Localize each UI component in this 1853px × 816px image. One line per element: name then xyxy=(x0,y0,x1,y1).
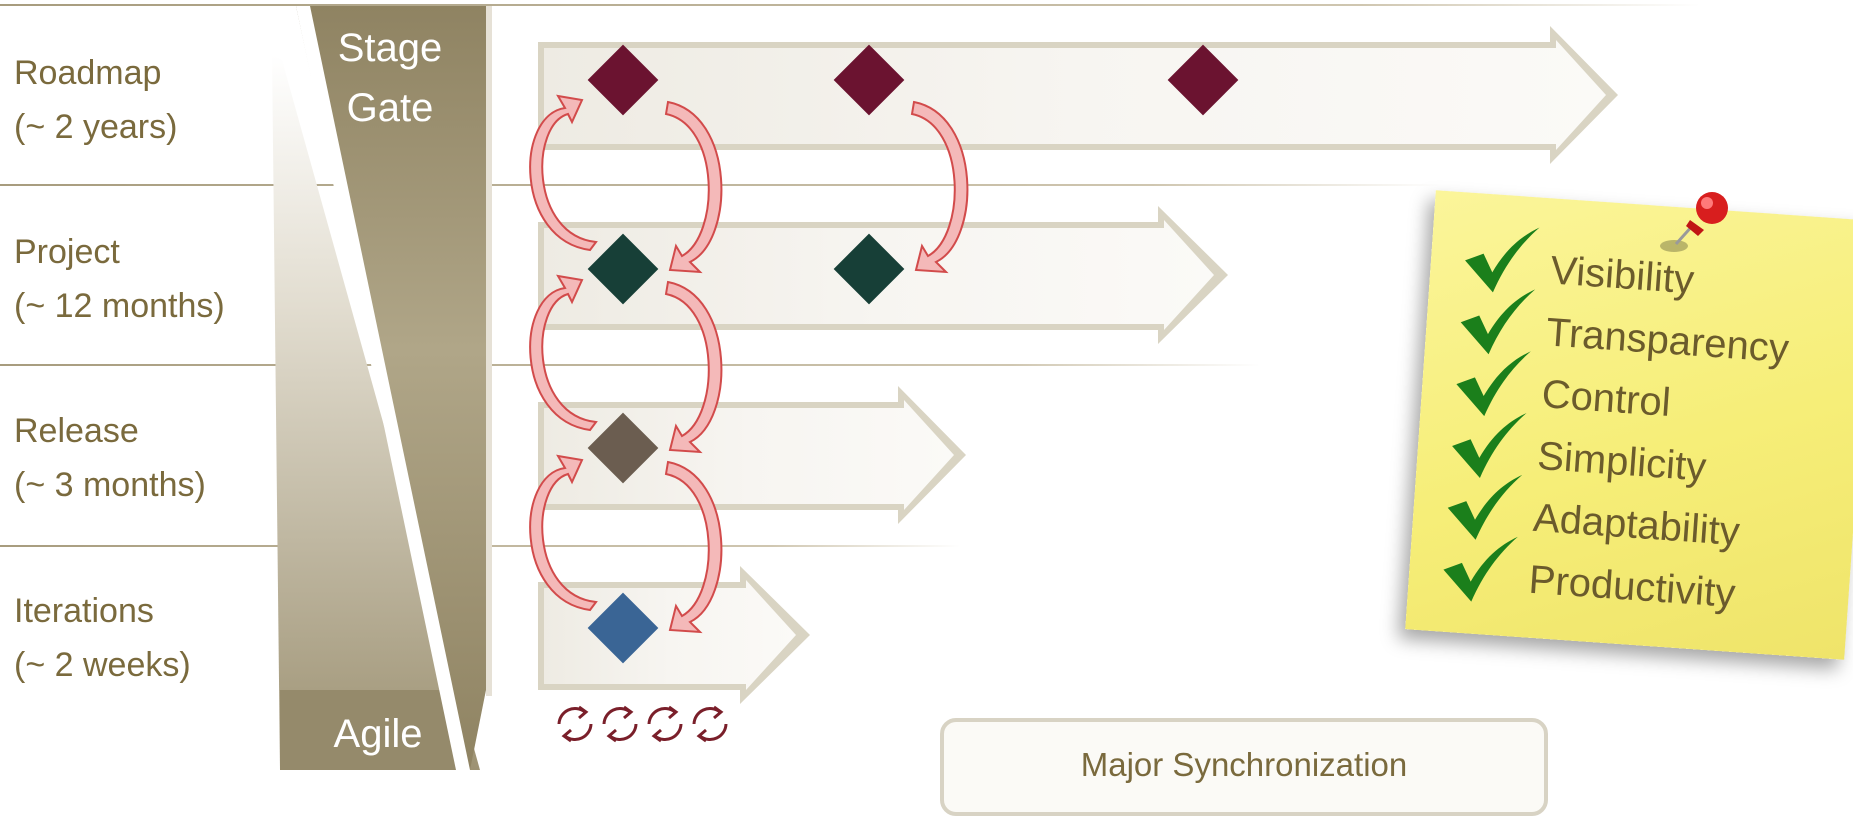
milestone-diamond-project xyxy=(833,233,905,305)
milestone-diamond-release xyxy=(587,412,659,484)
curl-arrow-up xyxy=(529,454,598,612)
wedge-label-line: Gate xyxy=(346,86,434,130)
note-item: Productivity xyxy=(1527,557,1737,616)
curl-arrow-down xyxy=(664,100,723,274)
row-label-release: Release (~ 3 months) xyxy=(14,404,206,512)
divider-2 xyxy=(0,364,1260,366)
row-title: Release xyxy=(14,412,139,450)
agile-wedge-base xyxy=(280,690,470,770)
wedge-label-line: Stage xyxy=(337,26,443,70)
check-icon xyxy=(1437,531,1522,611)
stage-gate-agile-diagram xyxy=(0,4,1700,770)
row-label-iterations: Iterations (~ 2 weeks) xyxy=(14,584,191,692)
wedge-label-agile: Agile xyxy=(333,712,423,756)
row-duration: (~ 2 weeks) xyxy=(14,646,191,684)
row-title: Iterations xyxy=(14,592,154,630)
wedge-right-edge xyxy=(486,6,492,696)
sticky-note: Visibility Transparency Control Simplici… xyxy=(1405,190,1853,660)
curl-arrow-down xyxy=(910,100,969,274)
curl-arrow-down xyxy=(664,460,723,634)
cycle-icon xyxy=(602,705,638,743)
cycle-icon xyxy=(557,705,593,743)
note-item: Adaptability xyxy=(1531,495,1742,555)
curl-arrow-up xyxy=(529,274,598,432)
note-item: Transparency xyxy=(1544,310,1791,372)
arrow-iterations xyxy=(538,566,810,704)
check-icon xyxy=(1458,222,1543,302)
arrow-release xyxy=(538,386,966,524)
divider-top xyxy=(0,4,1700,6)
major-synchronization-box: Major Synchronization xyxy=(940,718,1548,816)
row-duration: (~ 2 years) xyxy=(14,108,178,146)
note-item: Control xyxy=(1540,372,1673,426)
note-item: Simplicity xyxy=(1536,433,1708,490)
check-icon xyxy=(1441,470,1526,550)
row-label-roadmap: Roadmap (~ 2 years) xyxy=(14,46,177,154)
check-icon xyxy=(1446,408,1531,488)
row-title: Project xyxy=(14,233,120,271)
arrow-roadmap xyxy=(538,26,1618,164)
row-title: Roadmap xyxy=(14,54,162,92)
row-duration: (~ 12 months) xyxy=(14,287,225,325)
curl-arrow-down xyxy=(664,280,723,454)
row-duration: (~ 3 months) xyxy=(14,466,206,504)
iteration-cycle-icons xyxy=(557,705,728,743)
cycle-icon xyxy=(692,705,728,743)
wedge-divider xyxy=(296,6,470,770)
milestone-diamond-project xyxy=(587,233,659,305)
milestone-diamond-iteration xyxy=(587,592,659,664)
sync-arrows xyxy=(529,94,969,634)
row-label-project: Project (~ 12 months) xyxy=(14,225,225,333)
milestone-diamond-roadmap xyxy=(1167,44,1239,116)
wedge-label-stage-gate: Stage Gate xyxy=(320,18,460,138)
push-pin-icon xyxy=(1660,192,1728,252)
sync-box-label: Major Synchronization xyxy=(1080,746,1408,783)
check-icon xyxy=(1450,346,1535,426)
check-icon xyxy=(1454,284,1539,364)
cycle-icon xyxy=(647,705,683,743)
curl-arrow-up xyxy=(529,94,598,252)
milestone-diamonds xyxy=(587,44,1239,664)
